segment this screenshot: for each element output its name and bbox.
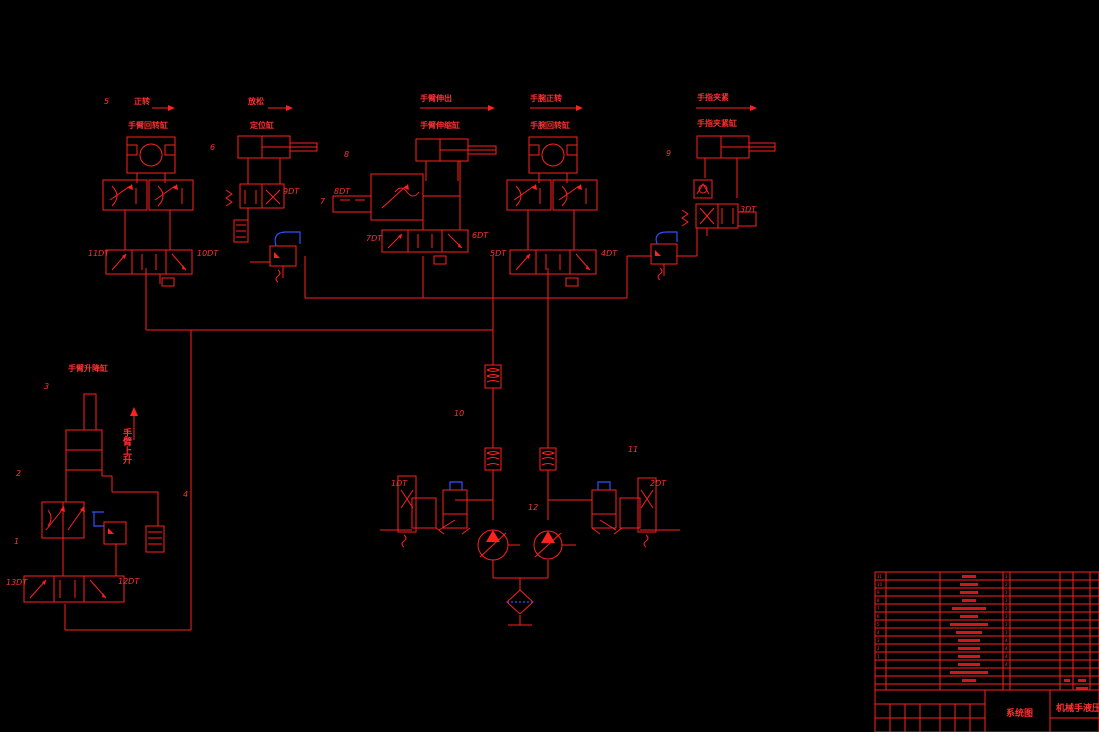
svg-text:10: 10 <box>877 582 883 587</box>
filter-right <box>539 447 557 471</box>
speed-valve-8 <box>332 161 461 230</box>
lift-up-arrow <box>130 407 138 440</box>
throttle-check-pair-4 <box>506 179 598 211</box>
lift-motion-label: 手臂上升 <box>121 427 132 465</box>
solenoid-13dt: 13DT <box>6 578 28 587</box>
pressure-valve-lift <box>92 491 165 576</box>
svg-text:11: 11 <box>877 574 883 579</box>
check-valve-9 <box>693 179 713 199</box>
relief-valve-right-group <box>548 477 680 548</box>
actuator-3-motion: 手臂伸出 <box>420 93 452 103</box>
rotary-cylinder-arm <box>126 136 176 183</box>
svg-text:1: 1 <box>1005 622 1008 627</box>
lift-cylinder-name: 手臂升降缸 <box>68 363 108 373</box>
actuator-5-motion: 手指夹紧 <box>697 92 729 102</box>
actuator-2-motion: 放松 <box>247 96 264 106</box>
svg-text:4: 4 <box>1005 646 1008 651</box>
throttle-valve-2 <box>41 501 85 576</box>
callout-5: 5 <box>104 97 109 106</box>
svg-text:3: 3 <box>877 638 880 643</box>
directional-valve-3 <box>381 229 469 265</box>
svg-text:1: 1 <box>1005 614 1008 619</box>
solenoid-1dt: 1DT <box>391 479 408 488</box>
filter-upper <box>484 364 502 389</box>
solenoid-10dt: 10DT <box>197 249 219 258</box>
callout-9: 9 <box>666 149 671 158</box>
solenoid-9dt: 9DT <box>283 187 300 196</box>
actuator-1-motion: 正转 <box>134 96 150 106</box>
oil-filter-tank <box>506 589 534 615</box>
project-name: 机械手液压 <box>1056 702 1099 714</box>
svg-text:1: 1 <box>1005 590 1008 595</box>
svg-text:9: 9 <box>877 590 880 595</box>
callout-10: 10 <box>454 409 464 418</box>
actuator-5-name: 手指夹紧缸 <box>697 118 737 128</box>
directional-valve-6 <box>225 183 285 243</box>
actuator-1-name: 手臂回转缸 <box>128 120 168 130</box>
lift-cylinder-3 <box>65 393 113 502</box>
svg-text:4: 4 <box>877 630 880 635</box>
svg-text:6: 6 <box>877 614 880 619</box>
actuator-4-motion: 手腕正转 <box>530 93 562 103</box>
pump-12 <box>533 530 576 560</box>
solenoid-12dt: 12DT <box>118 577 140 586</box>
directional-valve-5 <box>681 203 757 236</box>
svg-text:1: 1 <box>1005 598 1008 603</box>
pump-left <box>477 529 520 561</box>
callout-6: 6 <box>210 143 215 152</box>
relief-valve-left-group <box>380 475 493 548</box>
solenoid-5dt: 5DT <box>490 249 507 258</box>
pressure-valve-5 <box>627 228 698 281</box>
solenoid-7dt: 7DT <box>366 234 383 243</box>
svg-text:4: 4 <box>1005 638 1008 643</box>
solenoid-11dt: 11DT <box>88 249 110 258</box>
telescopic-cylinder <box>415 138 497 181</box>
wrist-rotary-cylinder <box>528 136 578 183</box>
throttle-check-pair-1 <box>102 179 194 211</box>
svg-text:5: 5 <box>877 622 880 627</box>
drawing-name: 系统图 <box>1006 707 1033 719</box>
actuator-2-name: 定位缸 <box>249 120 274 130</box>
solenoid-3dt: 3DT <box>740 205 757 214</box>
directional-valve-1 <box>105 210 193 287</box>
motion-arrows <box>152 105 757 111</box>
directional-valve-1-lift <box>23 575 125 603</box>
gripper-cylinder <box>696 135 776 198</box>
svg-text:7: 7 <box>877 606 880 611</box>
callout-1: 1 <box>14 537 19 546</box>
solenoid-4dt: 4DT <box>601 249 618 258</box>
svg-text:2: 2 <box>1005 582 1008 587</box>
directional-valve-4 <box>509 210 597 287</box>
actuator-3-name: 手臂伸缩缸 <box>420 120 460 130</box>
callout-3: 3 <box>44 382 49 391</box>
svg-text:8: 8 <box>877 598 880 603</box>
actuator-4-name: 手腕回转缸 <box>530 120 570 130</box>
svg-text:1: 1 <box>877 654 880 659</box>
svg-text:1: 1 <box>1005 606 1008 611</box>
solenoid-8dt: 8DT <box>334 187 351 196</box>
svg-text:4: 4 <box>1005 654 1008 659</box>
callout-7: 7 <box>320 197 326 206</box>
callout-12: 12 <box>528 503 538 512</box>
callout-11: 11 <box>628 445 638 454</box>
solenoid-6dt: 6DT <box>472 231 489 240</box>
callout-2: 2 <box>16 469 21 478</box>
callout-8: 8 <box>344 150 349 159</box>
svg-text:4: 4 <box>1005 662 1008 667</box>
svg-text:2: 2 <box>877 646 880 651</box>
filter-10 <box>484 447 502 471</box>
svg-text:1: 1 <box>1005 630 1008 635</box>
labels: 正转 手臂回转缸 放松 定位缸 手臂伸出 手臂伸缩缸 手腕正转 手腕回转缸 手指… <box>6 92 1099 719</box>
positioning-cylinder <box>237 135 318 184</box>
solenoid-2dt: 2DT <box>650 479 667 488</box>
main-piping <box>64 256 628 631</box>
callout-4: 4 <box>183 490 188 499</box>
svg-text:1: 1 <box>1005 574 1008 579</box>
pressure-valve-7 <box>250 231 301 283</box>
